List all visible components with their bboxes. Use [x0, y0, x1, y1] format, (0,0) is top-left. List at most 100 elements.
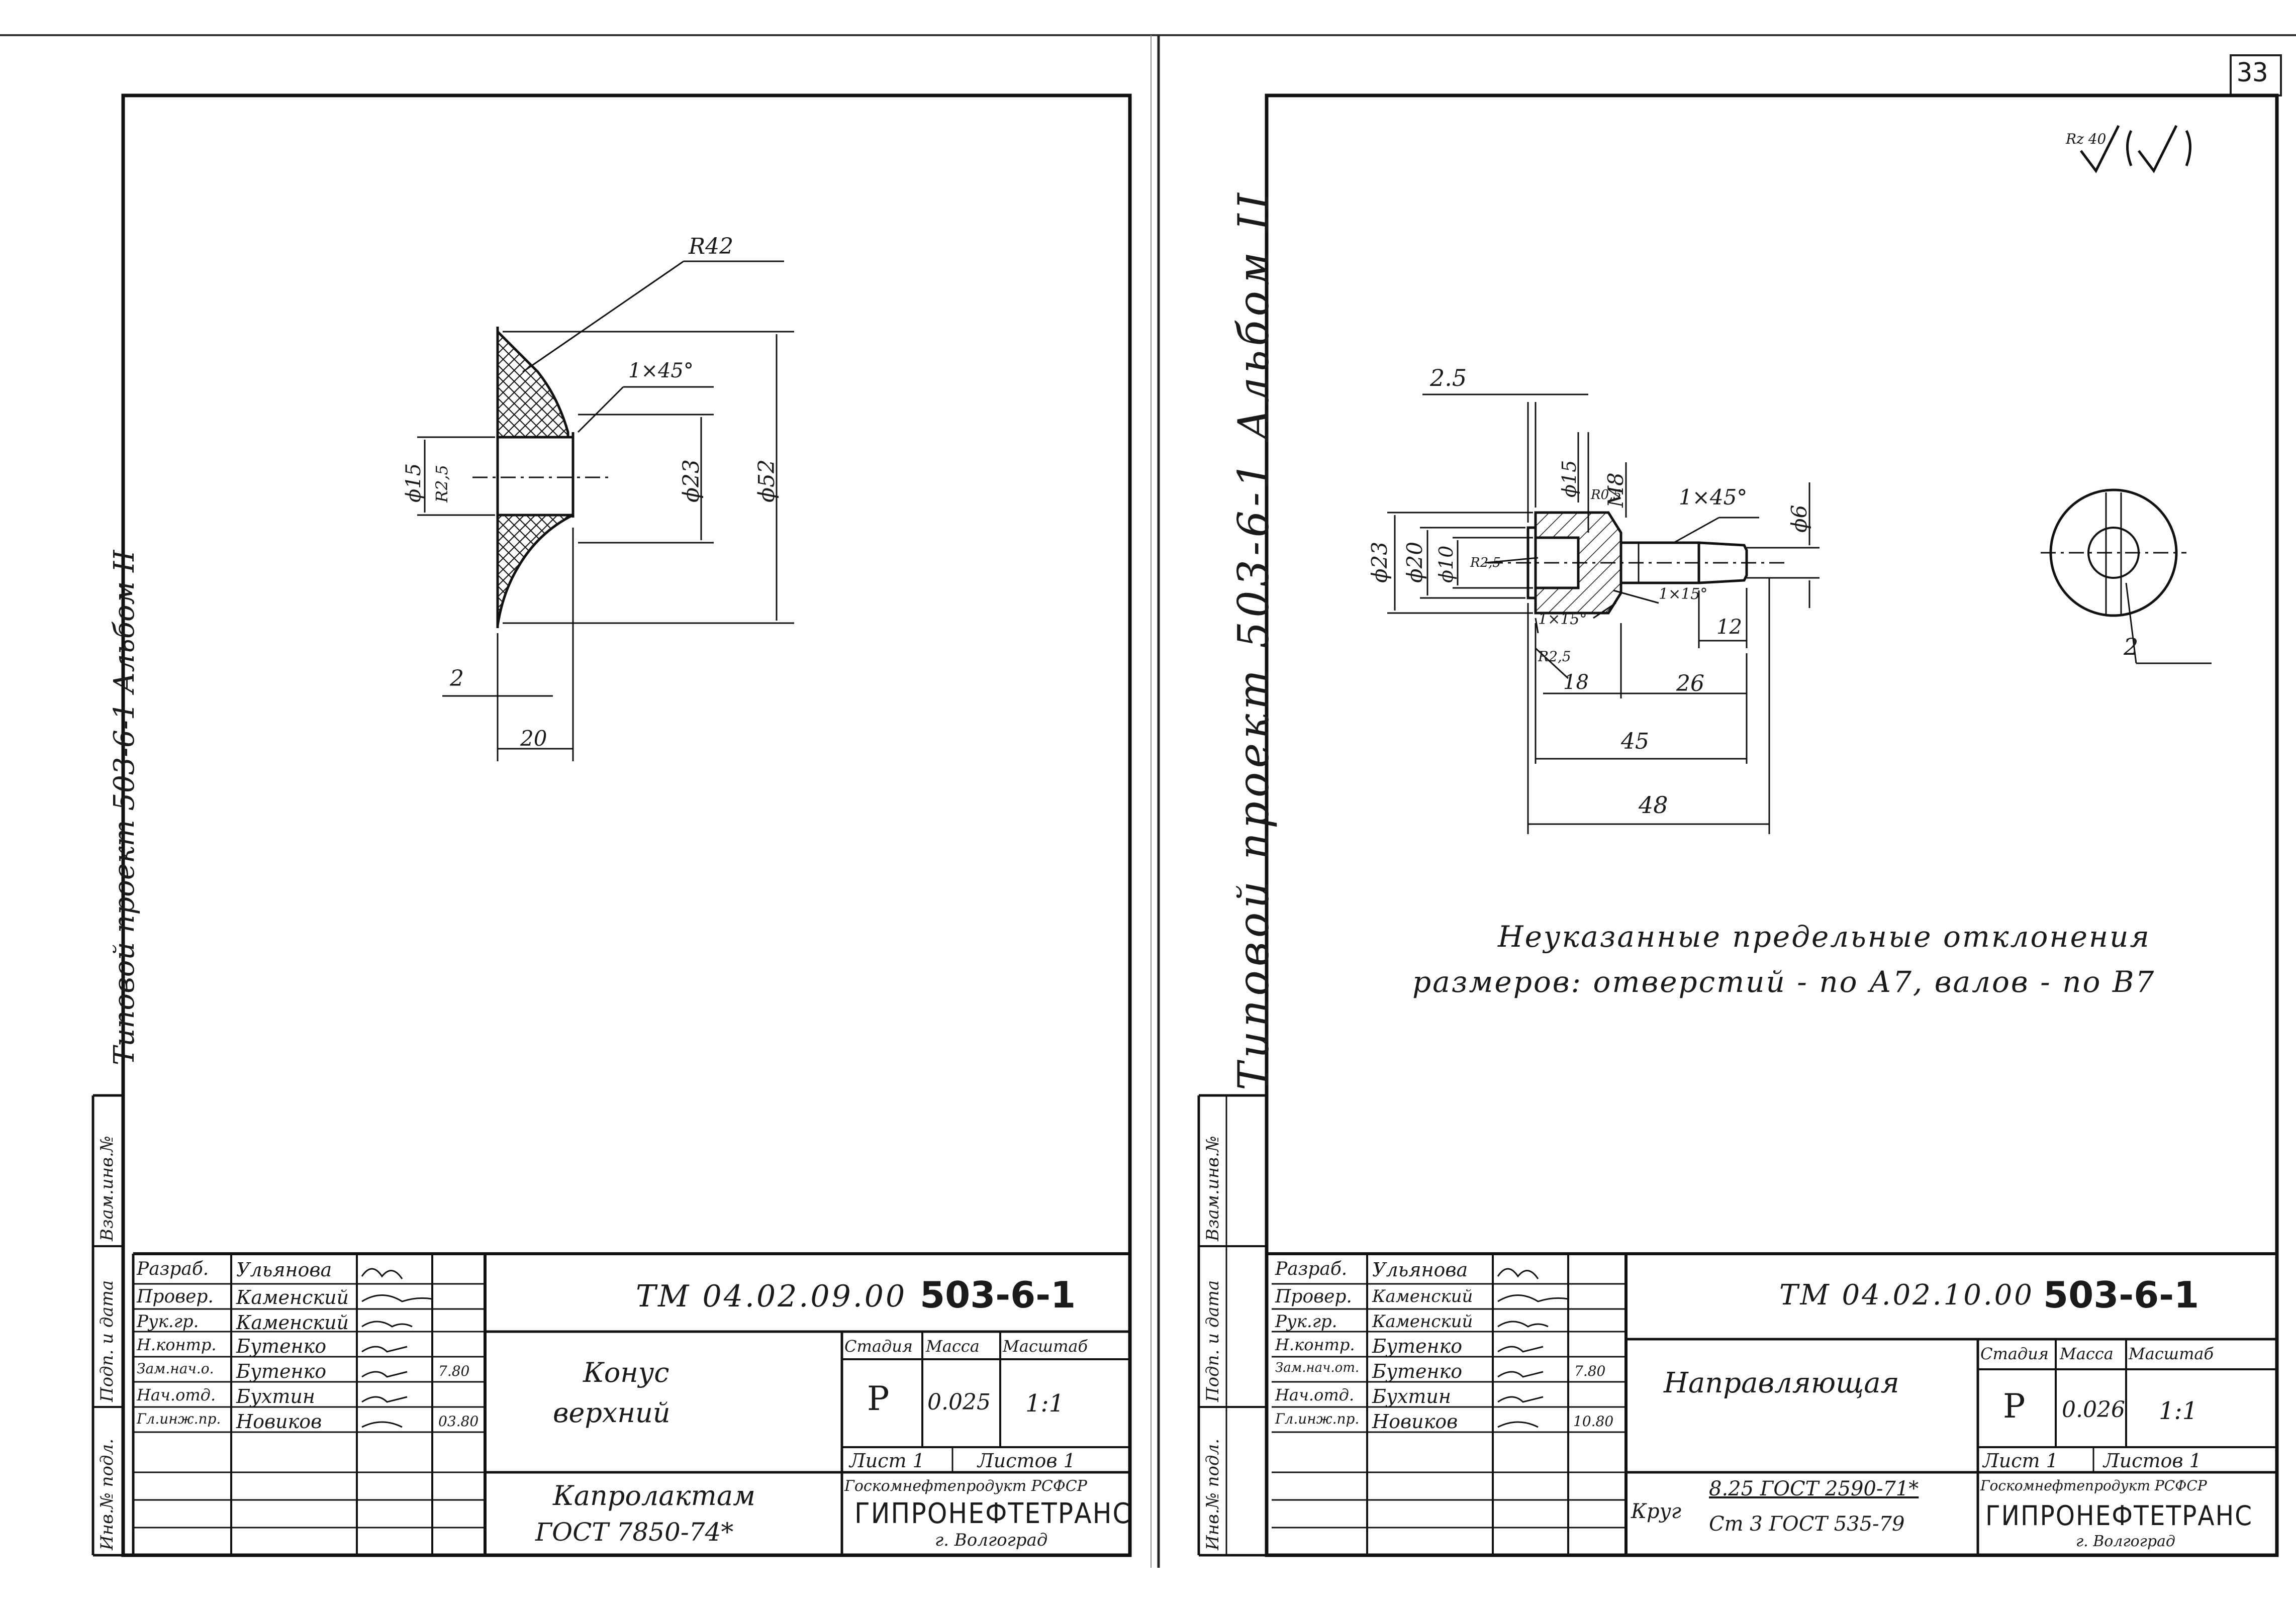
guide-dim-d10: ϕ10	[1435, 545, 1457, 583]
right-org-city: г. Волгоград	[2076, 1533, 2175, 1550]
right-role-6: Гл.инж.пр.	[1275, 1410, 1360, 1427]
left-material-0: Капролактам	[553, 1480, 755, 1511]
left-org-name: ГИПРОНЕФТЕТРАНС	[854, 1497, 1131, 1530]
guide-dim-12: 12	[1716, 616, 1742, 639]
left-role-5: Нач.отд.	[137, 1385, 216, 1404]
right-name-5: Бухтин	[1372, 1385, 1451, 1407]
right-role-0: Разраб.	[1275, 1259, 1348, 1279]
guide-dim-m8: M8	[1603, 472, 1628, 508]
left-name-6: Новиков	[236, 1410, 322, 1433]
guide-dim-45: 45	[1621, 729, 1649, 754]
left-side-label-2: Взам.инв.№	[97, 1136, 117, 1241]
cone-dim-d23: ϕ23	[679, 459, 704, 502]
right-material-1: Ст 3 ГОСТ 535-79	[1709, 1513, 1905, 1536]
right-name-3: Бутенко	[1372, 1335, 1463, 1357]
left-date-4: 7.80	[438, 1363, 470, 1379]
right-date-6: 10.80	[1573, 1413, 1614, 1430]
right-org-ministry: Госкомнефтепродукт РСФСР	[1980, 1477, 2207, 1494]
guide-dim-d20: ϕ20	[1402, 541, 1427, 583]
left-col-scale: Масштаб	[1003, 1337, 1088, 1356]
left-role-3: Н.контр.	[137, 1335, 217, 1354]
guide-dim-d23: ϕ23	[1367, 541, 1392, 583]
right-col-scale: Масштаб	[2129, 1344, 2214, 1363]
right-sheets: Листов 1	[2103, 1450, 2202, 1472]
right-material-0: 8.25 ГОСТ 2590-71*	[1709, 1477, 1919, 1500]
guide-dim-r05: R0,5	[1591, 487, 1621, 502]
left-part-name-1: верхний	[553, 1397, 671, 1429]
left-role-2: Рук.гр.	[137, 1312, 199, 1332]
guide-dim-18: 18	[1563, 671, 1589, 694]
guide-dim-r25b: R2,5	[1538, 648, 1571, 665]
left-role-0: Разраб.	[137, 1259, 209, 1279]
left-col-mass: Масса	[926, 1337, 980, 1356]
left-name-4: Бутенко	[236, 1360, 327, 1382]
left-material-1: ГОСТ 7850-74*	[535, 1518, 734, 1547]
guide-dim-d15: ϕ15	[1558, 460, 1580, 497]
left-scale: 1:1	[1025, 1389, 1065, 1418]
guide-dim-slot: 2	[2124, 633, 2139, 660]
guide-dim-26: 26	[1676, 671, 1704, 696]
guide-dim-chamfer3: 1×15°	[1538, 611, 1587, 628]
cone-dim-d15: ϕ15	[402, 463, 425, 502]
right-role-2: Рук.гр.	[1275, 1312, 1337, 1332]
left-name-5: Бухтин	[236, 1385, 315, 1407]
right-col-mass: Масса	[2060, 1344, 2114, 1363]
guide-dim-2-5: 2.5	[1430, 364, 1467, 391]
guide-dim-chamfer2: 1×15°	[1659, 585, 1708, 603]
right-name-6: Новиков	[1372, 1410, 1458, 1433]
left-designation: ТМ 04.02.09.00	[636, 1279, 907, 1314]
left-col-stage: Стадия	[844, 1337, 913, 1356]
left-name-0: Ульянова	[236, 1259, 332, 1281]
left-mass: 0.025	[927, 1389, 991, 1415]
right-part-name: Направляющая	[1664, 1367, 1899, 1399]
left-date-6: 03.80	[438, 1413, 479, 1430]
cone-dim-chamfer: 1×45°	[628, 359, 694, 382]
left-stage: Р	[867, 1379, 890, 1418]
left-role-4: Зам.нач.о.	[137, 1360, 214, 1377]
right-org-name: ГИПРОНЕФТЕТРАНС	[1985, 1500, 2253, 1532]
cone-dim-2: 2	[450, 666, 464, 691]
tolerance-note-line2: размеров: отверстий - по А7, валов - по …	[1412, 965, 2156, 999]
page-number: 33	[2237, 58, 2268, 88]
right-name-2: Каменский	[1372, 1312, 1473, 1332]
left-project: 503-6-1	[920, 1274, 1076, 1316]
guide-dim-chamfer1: 1×45°	[1679, 485, 1748, 510]
tolerance-note-line1: Неуказанные предельные отклонения	[1498, 920, 2151, 954]
right-role-3: Н.контр.	[1275, 1335, 1355, 1354]
right-sheet: Лист 1	[1983, 1450, 2058, 1472]
right-scale: 1:1	[2159, 1397, 2198, 1425]
cone-section	[496, 327, 575, 628]
right-role-5: Нач.отд.	[1275, 1385, 1355, 1404]
cone-dim-20: 20	[520, 726, 547, 751]
right-designation: ТМ 04.02.10.00	[1779, 1279, 2034, 1312]
left-side-label-0: Инв.№ подл.	[97, 1439, 117, 1550]
right-mass: 0.026	[2062, 1397, 2125, 1423]
right-col-stage: Стадия	[1980, 1344, 2049, 1363]
right-name-4: Бутенко	[1372, 1360, 1463, 1382]
guide-dim-r25: R2,5	[1470, 555, 1501, 570]
cone-dim-r42: R42	[689, 234, 734, 259]
left-part-name-0: Конус	[583, 1357, 669, 1388]
left-role-6: Гл.инж.пр.	[137, 1410, 221, 1427]
right-name-0: Ульянова	[1372, 1259, 1468, 1281]
guide-end-view	[2041, 488, 2212, 664]
guide-dim-d6: ϕ6	[1787, 505, 1811, 533]
left-name-3: Бутенко	[236, 1335, 327, 1357]
left-album-label: Типовой проект 503-6-1 Альбом II	[108, 550, 141, 1065]
right-date-4: 7.80	[1574, 1363, 1606, 1379]
left-role-1: Провер.	[137, 1286, 214, 1307]
left-org-ministry: Госкомнефтепродукт РСФСР	[844, 1477, 1087, 1495]
left-side-label-1: Подп. и дата	[97, 1280, 117, 1402]
roughness-symbol	[2080, 125, 2191, 173]
left-org-city: г. Волгоград	[935, 1530, 1048, 1550]
right-project: 503-6-1	[2043, 1274, 2199, 1316]
right-role-4: Зам.нач.от.	[1275, 1360, 1360, 1375]
left-sheet: Лист 1	[849, 1450, 925, 1472]
left-name-1: Каменский	[236, 1286, 349, 1308]
right-side-label-1: Подп. и дата	[1203, 1280, 1223, 1402]
roughness-value: Rz 40	[2066, 131, 2107, 147]
right-album-label: Типовой проект 503-6-1 Альбом II	[1229, 189, 1278, 1090]
left-sheets: Листов 1	[978, 1450, 1076, 1472]
